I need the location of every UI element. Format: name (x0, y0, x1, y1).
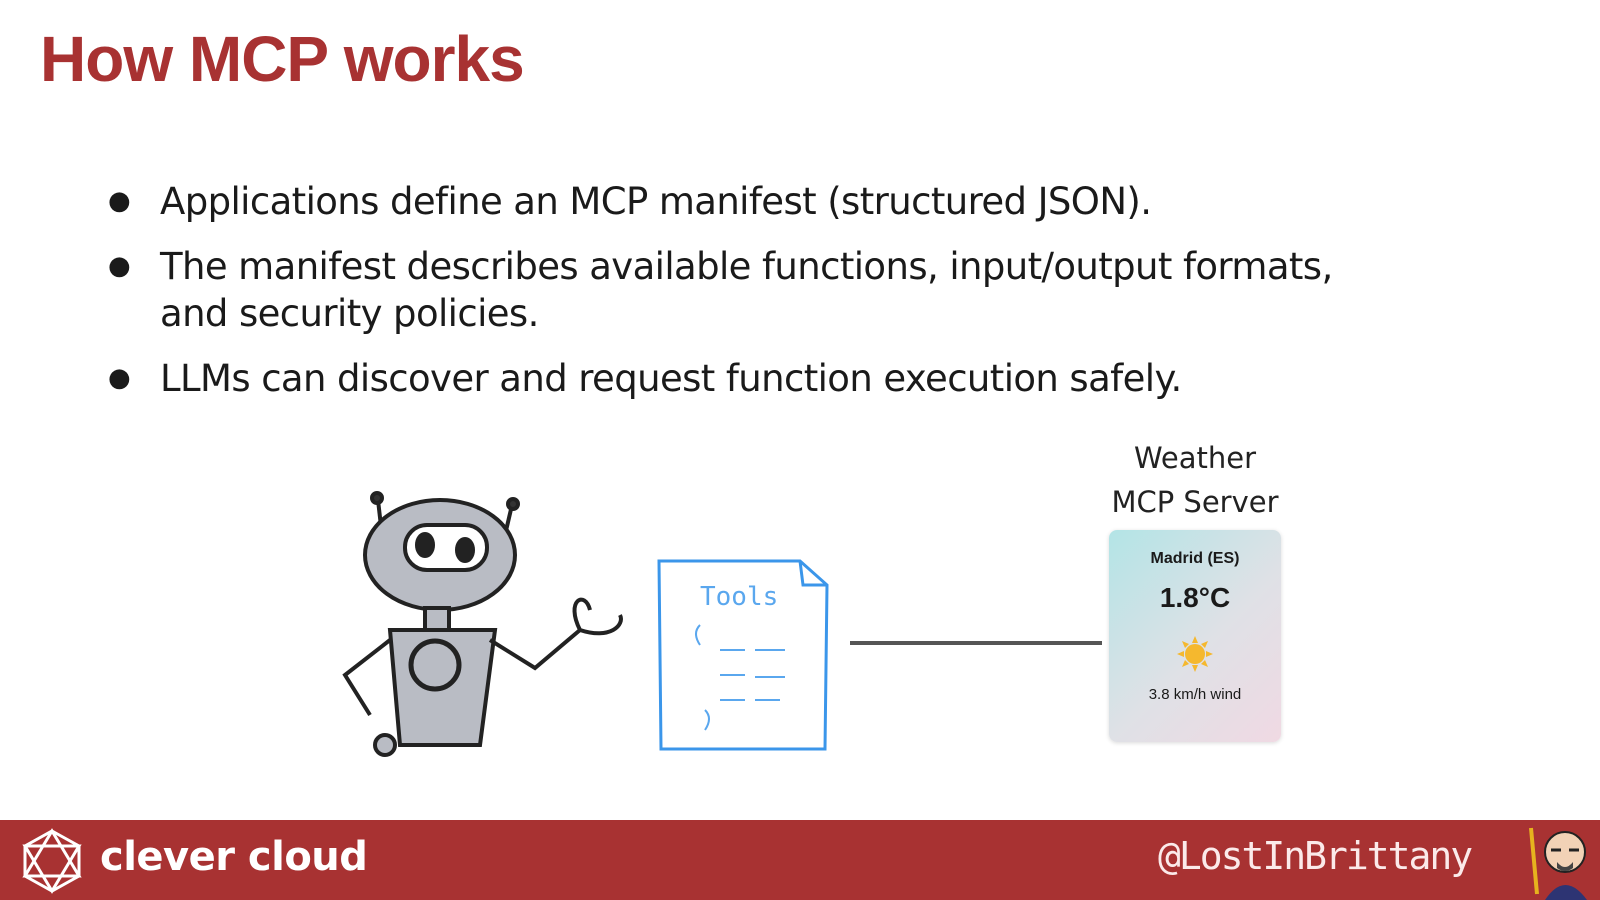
bullet-item: LLMs can discover and request function e… (108, 355, 1408, 402)
slide-title: How MCP works (40, 23, 525, 95)
server-label: Weather MCP Server (1110, 436, 1280, 524)
clever-cloud-logo-icon (22, 828, 82, 894)
manifest-document-illustration: Tools (657, 559, 829, 751)
weather-city: Madrid (ES) (1150, 550, 1240, 567)
weather-wind: 3.8 km/h wind (1148, 686, 1242, 703)
connection-line (850, 641, 1102, 645)
brand-name: clever cloud (100, 834, 368, 880)
bullet-list: Applications define an MCP manifest (str… (108, 178, 1408, 420)
manifest-doc-title: Tools (700, 582, 778, 612)
server-label-line1: Weather (1133, 441, 1257, 475)
footer-bar: clever cloud @LostInBrittany (0, 820, 1600, 900)
server-label-line2: MCP Server (1111, 485, 1279, 519)
robot-illustration (342, 491, 623, 757)
weather-temperature: 1.8°C (1159, 582, 1231, 613)
avatar (1529, 827, 1587, 900)
sun-icon (1109, 634, 1281, 674)
twitter-handle: @LostInBrittany (1158, 834, 1473, 878)
weather-card: Madrid (ES) 1.8°C 3.8 km/h wind (1109, 530, 1281, 742)
bullet-item: Applications define an MCP manifest (str… (108, 178, 1408, 225)
bullet-item: The manifest describes available functio… (108, 243, 1368, 337)
